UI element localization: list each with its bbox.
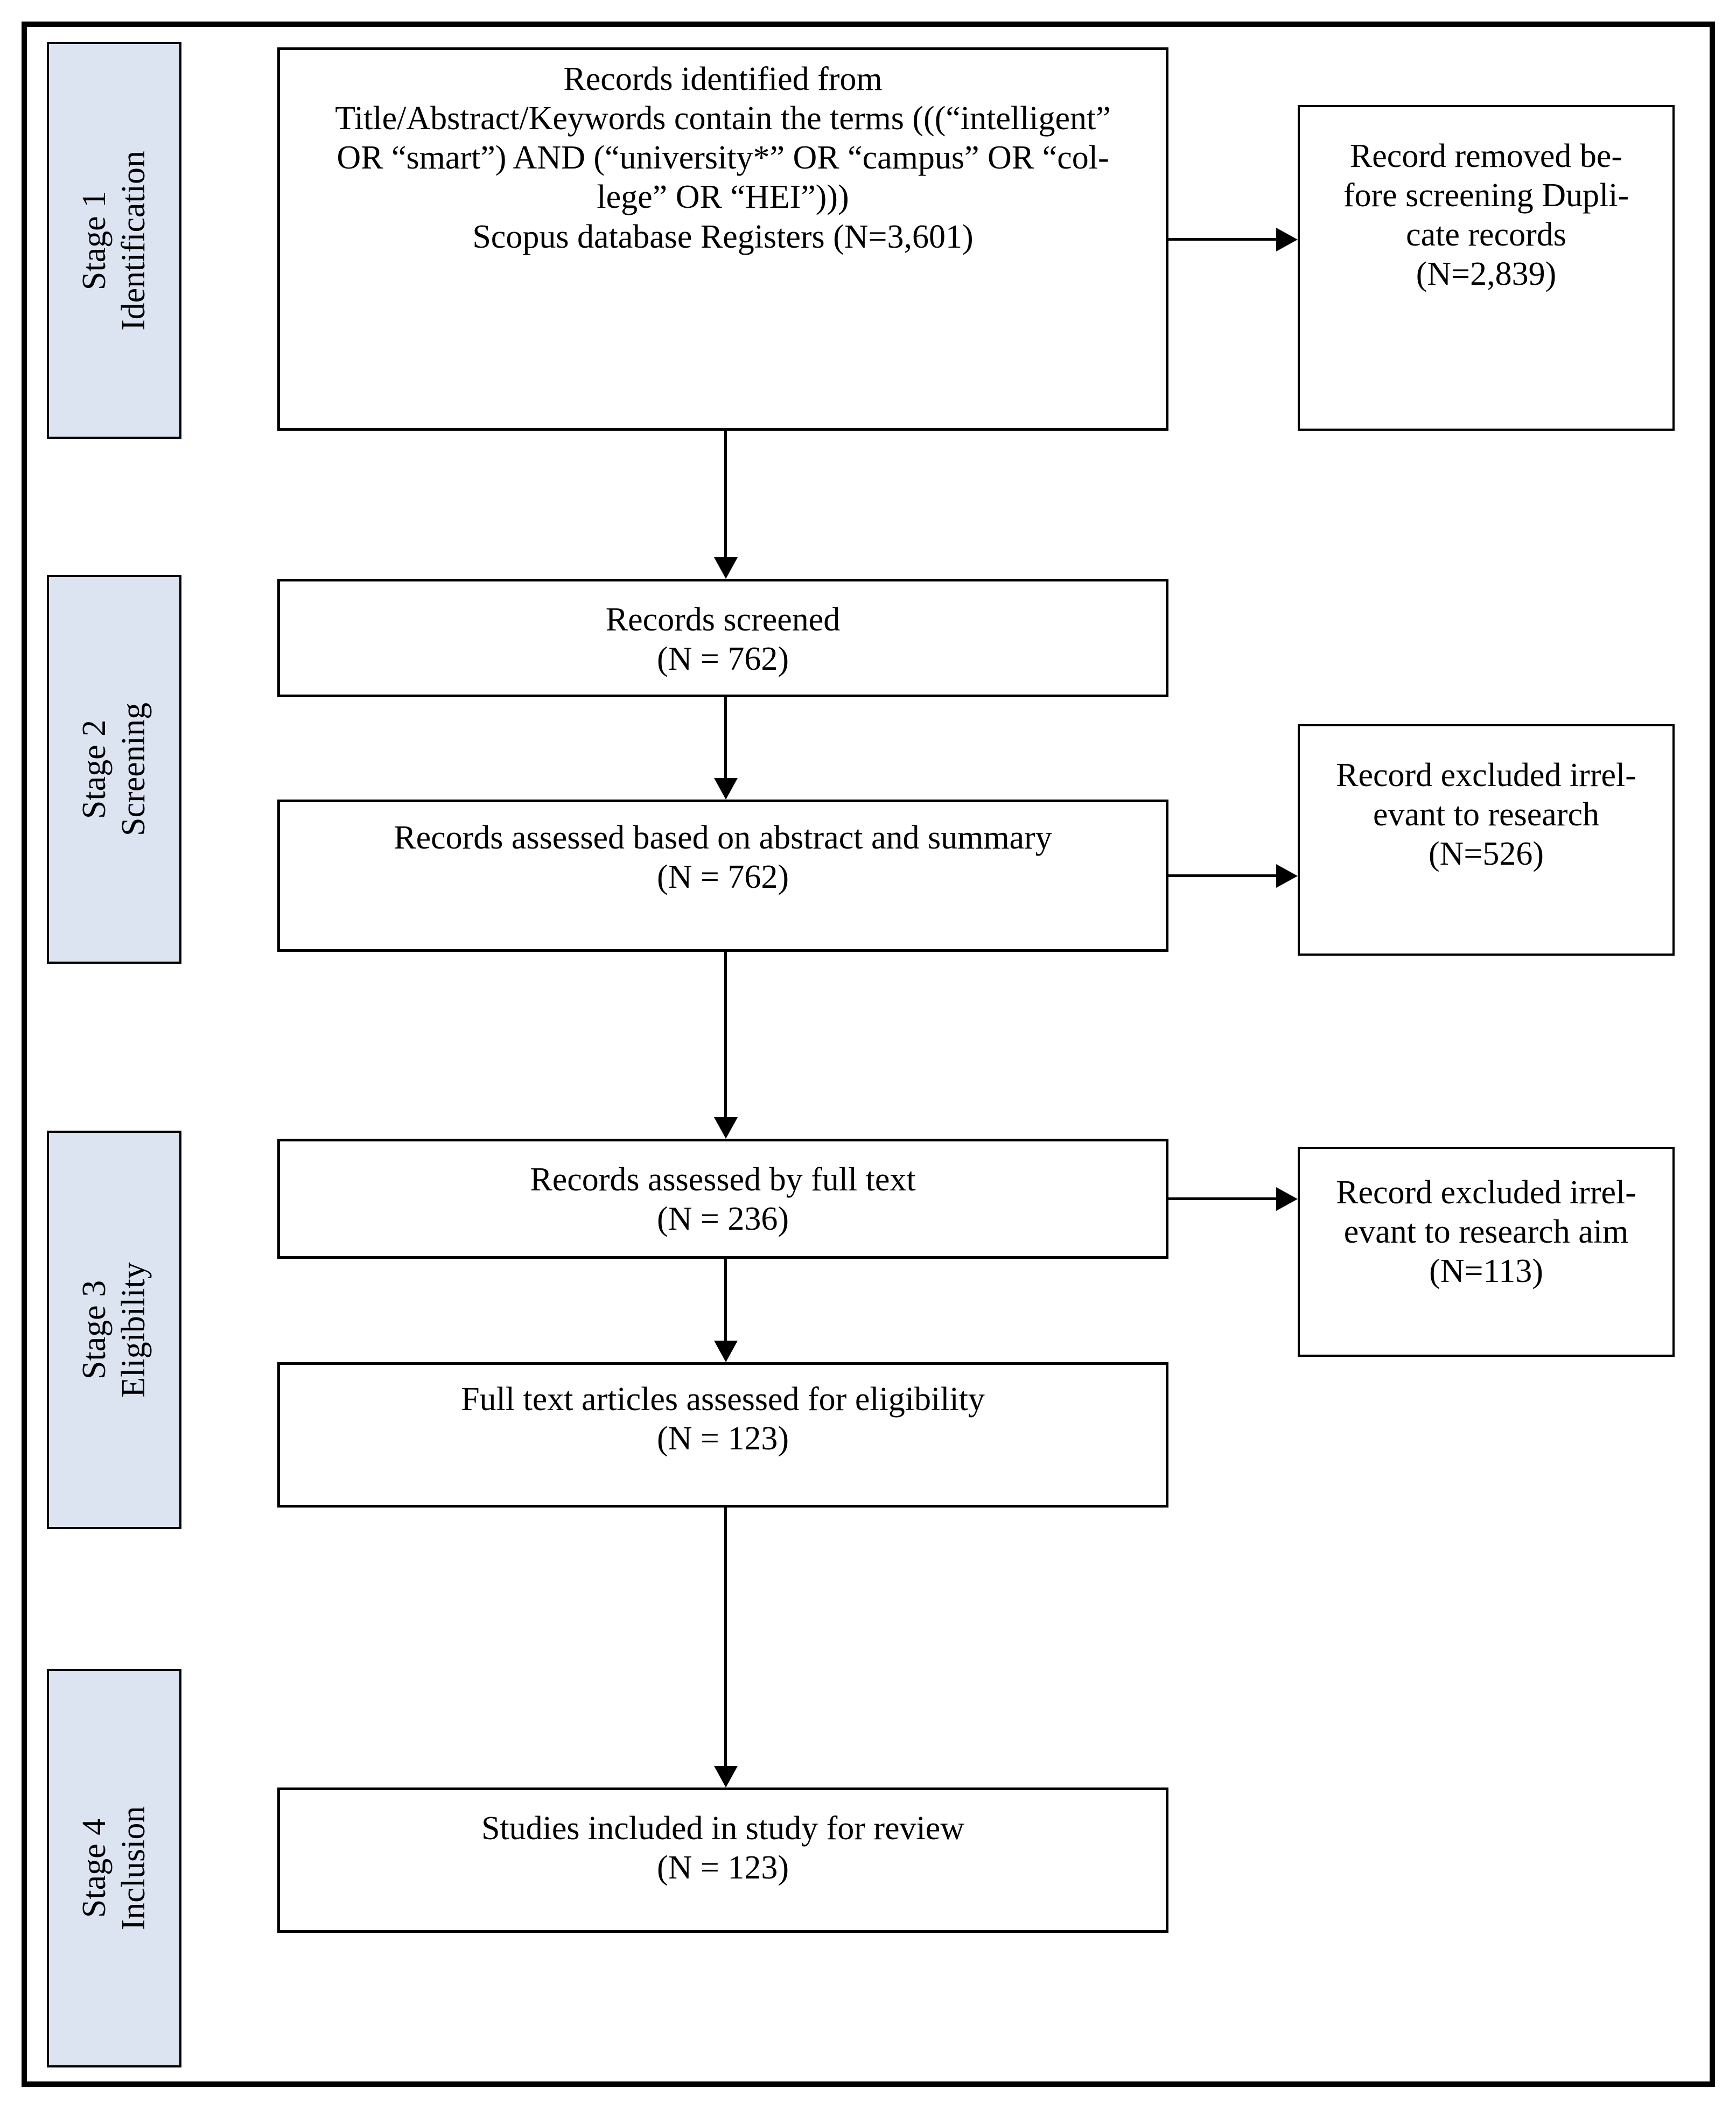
box-excluded-research-aim: Record excluded irrel- evant to research…: [1298, 1147, 1675, 1357]
arrow-screened-to-abstract: [713, 697, 738, 800]
box-removed-duplicates: Record removed be- fore screening Dupli-…: [1298, 105, 1675, 431]
stage-band-inclusion: Stage 4 Inclusion: [47, 1669, 181, 2067]
arrow-eligibility-to-included: [713, 1508, 738, 1787]
stage-band-screening: Stage 2 Screening: [47, 575, 181, 964]
stage-band-eligibility-label: Stage 3 Eligibility: [75, 1262, 152, 1398]
box-excluded-research: Record excluded irrel- evant to research…: [1298, 724, 1675, 956]
box-records-assessed-abstract-text: Records assessed based on abstract and s…: [394, 819, 1052, 896]
arrow-abstract-to-excluded: [1168, 864, 1298, 888]
stage-band-identification-label: Stage 1 Identification: [75, 150, 152, 331]
outer-border: [22, 22, 1715, 2087]
stage-band-screening-label: Stage 2 Screening: [75, 703, 152, 836]
box-records-screened-text: Records screened (N = 762): [605, 601, 841, 678]
stage-band-eligibility: Stage 3 Eligibility: [47, 1131, 181, 1529]
box-fulltext-eligibility-text: Full text articles assessed for eligibil…: [461, 1381, 985, 1457]
arrow-fulltext-to-excluded-aim: [1168, 1187, 1298, 1211]
box-records-identified: Records identified from Title/Abstract/K…: [277, 47, 1168, 431]
box-fulltext-eligibility: Full text articles assessed for eligibil…: [277, 1362, 1168, 1508]
arrow-fulltext-to-eligibility: [713, 1259, 738, 1362]
box-studies-included-text: Studies included in study for review (N …: [481, 1810, 965, 1887]
stage-band-identification: Stage 1 Identification: [47, 42, 181, 439]
box-records-assessed-fulltext-text: Records assessed by full text (N = 236): [530, 1161, 916, 1238]
stage-band-inclusion-label: Stage 4 Inclusion: [75, 1806, 152, 1931]
arrow-identified-to-screened: [713, 431, 738, 579]
box-studies-included: Studies included in study for review (N …: [277, 1787, 1168, 1933]
box-excluded-research-aim-text: Record excluded irrel- evant to research…: [1336, 1174, 1636, 1290]
box-records-identified-text: Records identified from Title/Abstract/K…: [335, 61, 1111, 255]
arrow-identified-to-duplicates: [1168, 227, 1298, 251]
box-excluded-research-text: Record excluded irrel- evant to research…: [1336, 757, 1636, 873]
box-records-screened: Records screened (N = 762): [277, 579, 1168, 697]
box-removed-duplicates-text: Record removed be- fore screening Dupli-…: [1343, 138, 1629, 293]
arrow-abstract-to-fulltext: [713, 952, 738, 1139]
box-records-assessed-abstract: Records assessed based on abstract and s…: [277, 800, 1168, 952]
box-records-assessed-fulltext: Records assessed by full text (N = 236): [277, 1139, 1168, 1259]
